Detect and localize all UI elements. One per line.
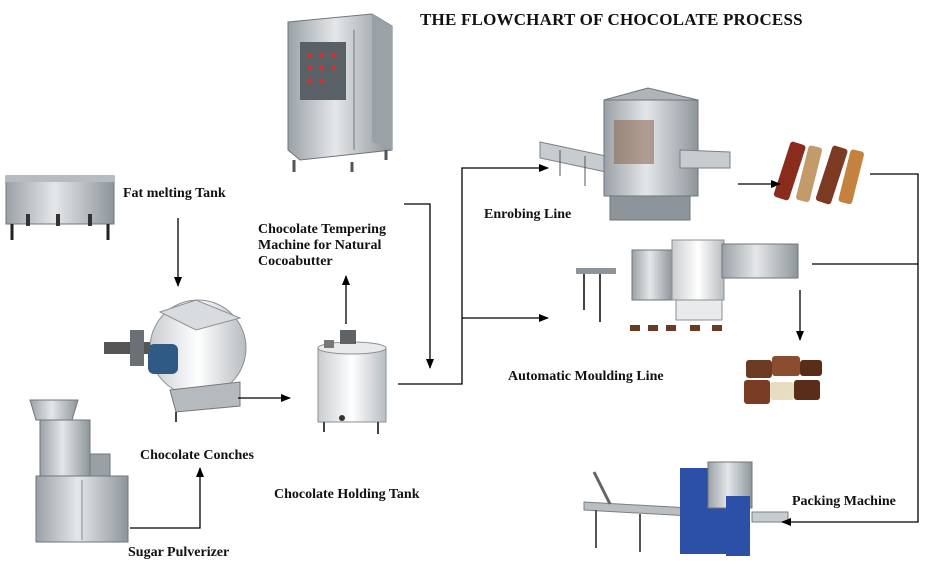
flow-connectors (130, 164, 919, 529)
chocolate-holding-tank-image (317, 330, 387, 434)
line-bars-to-packing (870, 173, 919, 472)
arrow-to-packing-machine (781, 472, 919, 526)
label-tempering-machine-line2: Machine for Natural (258, 238, 382, 253)
chocolate-conche-image (104, 299, 247, 422)
fat-melting-tank-image (5, 175, 115, 240)
moulded-chocolates-image (744, 356, 822, 404)
label-sugar-pulverizer: Sugar Pulverizer (128, 545, 230, 560)
label-enrobing-line: Enrobing Line (484, 207, 572, 222)
label-automatic-moulding-line: Automatic Moulding Line (508, 369, 664, 384)
label-chocolate-holding-tank: Chocolate Holding Tank (274, 487, 420, 502)
label-packing-machine: Packing Machine (792, 494, 896, 509)
label-fat-melting-tank: Fat melting Tank (123, 186, 226, 201)
moulding-line-image (576, 239, 799, 331)
enrobing-line-image (539, 87, 731, 221)
tempering-machine-image (287, 13, 393, 172)
label-tempering-machine-line1: Chocolate Tempering (258, 222, 386, 237)
label-tempering-machine-line3: Cocoabutter (258, 254, 333, 269)
sugar-pulverizer-image (29, 399, 129, 543)
arrow-tempering-to-junction (404, 203, 434, 369)
packing-machine-image (583, 461, 789, 556)
arrow-to-enrobing-line (398, 164, 549, 385)
page-title: THE FLOWCHART OF CHOCOLATE PROCESS (420, 10, 803, 29)
enrobed-bars-image (773, 141, 864, 205)
arrow-pulverizer-to-conche (130, 467, 204, 529)
label-chocolate-conches: Chocolate Conches (140, 448, 254, 463)
